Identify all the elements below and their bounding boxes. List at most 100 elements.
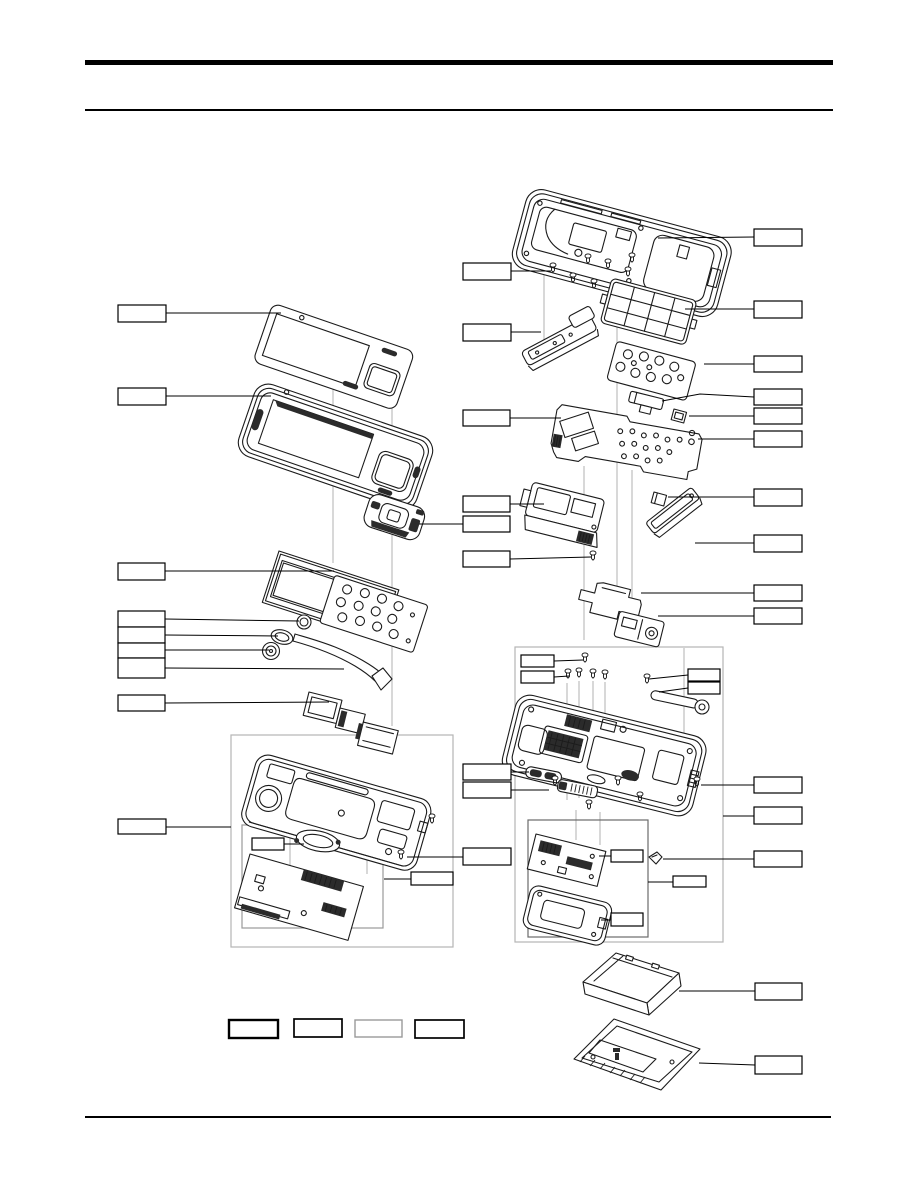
side-key — [557, 779, 599, 798]
callout-vibration-motor — [117, 642, 166, 659]
legend-box-1 — [227, 1018, 280, 1040]
callout-inner-frame-ref — [672, 875, 707, 888]
top-rule-thin — [85, 109, 833, 111]
callout-speaker-assy — [251, 837, 285, 851]
screw-glyph-9 — [581, 652, 589, 663]
battery-cover — [574, 1019, 700, 1090]
rear-sub-chassis — [239, 752, 434, 873]
callout-screw-2 — [462, 550, 511, 568]
callout-inner-cover — [610, 912, 644, 927]
callout-main-flex — [117, 657, 166, 679]
callout-screw-5 — [753, 776, 803, 794]
board-connector — [671, 409, 686, 423]
callout-camera-module — [117, 610, 166, 628]
callout-memory-chip — [753, 488, 803, 507]
camera-lens — [300, 618, 308, 626]
callout-hinge-arm — [687, 681, 721, 695]
left-cluster-outer-frame — [230, 734, 454, 948]
screw-glyph-20 — [428, 813, 436, 824]
screw-glyph-11 — [575, 667, 583, 678]
callout-receiver-leader — [164, 634, 279, 637]
main-pcb — [549, 404, 704, 482]
camera-module — [297, 615, 311, 629]
sim-tray-part — [649, 852, 662, 864]
flex-strip — [627, 391, 664, 417]
inner-cover — [521, 884, 613, 947]
navigation-key-module — [361, 492, 427, 542]
callout-receiver — [117, 626, 166, 644]
callout-shield-can — [462, 495, 511, 513]
phone-parts — [234, 186, 735, 1090]
callout-screw-3 — [462, 847, 512, 866]
callout-keypad-flex-leader — [164, 701, 330, 704]
callout-main-pcb — [462, 409, 511, 427]
main-flex — [293, 634, 392, 690]
callout-volume-key — [462, 763, 512, 781]
callout-screw-1 — [462, 262, 512, 281]
screw-glyph-16 — [585, 799, 593, 810]
shield-can-module — [515, 480, 609, 547]
callout-rear-sub-assy — [117, 818, 167, 835]
callout-screw-8-leader — [648, 674, 689, 680]
callout-navigation-key — [462, 515, 511, 533]
vibration-motor — [263, 643, 280, 660]
callout-sub-board-left — [410, 871, 454, 886]
callout-front-case — [117, 387, 167, 406]
keypad-flex — [299, 692, 402, 754]
callout-connector-bar — [753, 534, 803, 553]
legend-box-3 — [354, 1019, 403, 1038]
keypad-plate — [595, 277, 702, 347]
callout-screw-4 — [753, 430, 803, 448]
callout-flex-strip — [753, 388, 803, 406]
legend-box-4 — [414, 1019, 465, 1039]
hinge-arm — [650, 690, 709, 714]
callout-camera-module-leader — [164, 618, 300, 622]
camera-sub-board — [614, 611, 665, 647]
ear-speaker-module — [517, 306, 604, 372]
receiver — [270, 627, 295, 646]
callout-battery-cover-leader — [698, 1062, 756, 1066]
battery — [583, 953, 681, 1015]
callout-screw-7 — [520, 670, 555, 684]
callout-main-flex-leader — [164, 667, 345, 670]
sub-board-left — [235, 854, 364, 940]
callout-shield-plate — [753, 584, 803, 602]
callout-chassis-frame — [753, 806, 803, 825]
callout-camera-sub-board — [753, 607, 803, 625]
screw-glyph-10 — [564, 668, 572, 679]
bottom-rule — [85, 1116, 831, 1118]
keypad-pcb — [320, 575, 429, 653]
screw-glyph-12 — [589, 668, 597, 679]
callout-screw-7-leader — [553, 675, 570, 678]
callout-screw-6 — [520, 654, 555, 668]
screw-glyph-13 — [601, 669, 609, 680]
callout-screw-6-leader — [553, 659, 584, 662]
inner-chassis — [499, 692, 709, 819]
top-rule-thick — [85, 60, 833, 65]
callout-battery-cover — [754, 1055, 803, 1075]
callout-front-window — [117, 304, 167, 323]
callout-labels — [117, 228, 803, 1075]
dome-sheet — [607, 341, 697, 401]
inner-sub-pcb — [527, 834, 606, 886]
front-window — [253, 303, 415, 410]
legend-row — [227, 1018, 465, 1040]
speaker-assy — [294, 826, 341, 855]
cluster-frames — [230, 646, 724, 948]
callout-board-connector — [753, 407, 803, 425]
callout-dome-sheet — [753, 355, 803, 373]
callout-battery — [754, 982, 803, 1001]
callout-keypad-flex — [117, 694, 166, 712]
callout-hinge-arm-leader — [658, 687, 689, 693]
callout-sim-part — [753, 850, 803, 868]
pcb-corner-boss — [689, 430, 694, 435]
callout-inner-sub-pcb — [610, 849, 644, 863]
shield-plate — [576, 578, 644, 624]
memory-chip — [651, 492, 666, 506]
front-case — [234, 380, 437, 513]
callout-main-lcd — [117, 562, 166, 581]
callout-side-key — [462, 781, 512, 799]
callout-flex-strip-leader — [661, 393, 755, 402]
legend-box-2 — [293, 1018, 343, 1038]
